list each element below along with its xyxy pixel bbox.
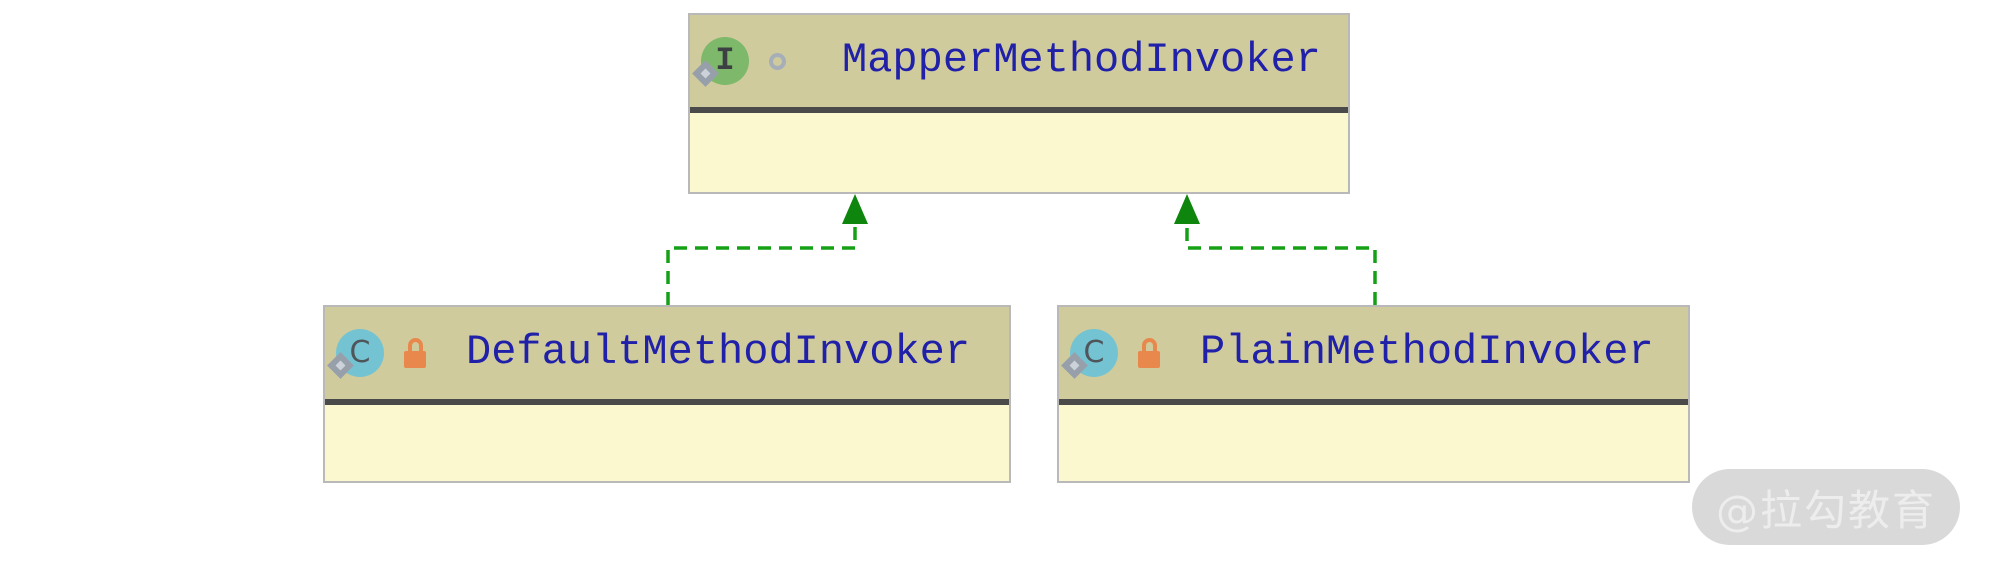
- lock-icon: [404, 338, 426, 368]
- node-separator: [690, 107, 1348, 113]
- node-header: C PlainMethodInvoker: [1059, 307, 1688, 399]
- implements-arrowhead-icon: [1174, 194, 1200, 224]
- implements-edge-line: [666, 224, 857, 305]
- watermark: @拉勾教育: [1692, 469, 1960, 545]
- class-letter: C: [1083, 335, 1105, 370]
- uml-node-mapper-method-invoker[interactable]: I MapperMethodInvoker: [688, 13, 1350, 194]
- class-letter: C: [349, 335, 371, 370]
- node-title: PlainMethodInvoker: [1200, 328, 1654, 376]
- node-separator: [325, 399, 1009, 405]
- uml-node-plain-method-invoker[interactable]: C PlainMethodInvoker: [1057, 305, 1690, 483]
- uml-node-default-method-invoker[interactable]: C DefaultMethodInvoker: [323, 305, 1011, 483]
- node-title: MapperMethodInvoker: [842, 36, 1321, 84]
- node-body: [325, 405, 1009, 481]
- class-icon: C: [1061, 329, 1118, 379]
- node-separator: [1059, 399, 1688, 405]
- implements-arrowhead-icon: [842, 194, 868, 224]
- interface-letter: I: [715, 42, 735, 79]
- edge-plain-implements-mapper[interactable]: [1174, 194, 1377, 305]
- ring-icon: [769, 52, 786, 70]
- lock-body: [1138, 351, 1160, 368]
- node-header: C DefaultMethodInvoker: [325, 307, 1009, 399]
- node-body: [690, 113, 1348, 192]
- node-title: DefaultMethodInvoker: [466, 328, 971, 376]
- edge-default-implements-mapper[interactable]: [666, 194, 868, 305]
- lock-shackle: [1141, 338, 1157, 351]
- class-icon: C: [327, 329, 384, 379]
- lock-body: [404, 351, 426, 368]
- lock-shackle: [407, 338, 423, 351]
- node-header: I MapperMethodInvoker: [690, 15, 1348, 107]
- implements-edge-line: [1185, 224, 1377, 305]
- node-body: [1059, 405, 1688, 481]
- interface-icon: I: [692, 37, 749, 87]
- lock-icon: [1138, 338, 1160, 368]
